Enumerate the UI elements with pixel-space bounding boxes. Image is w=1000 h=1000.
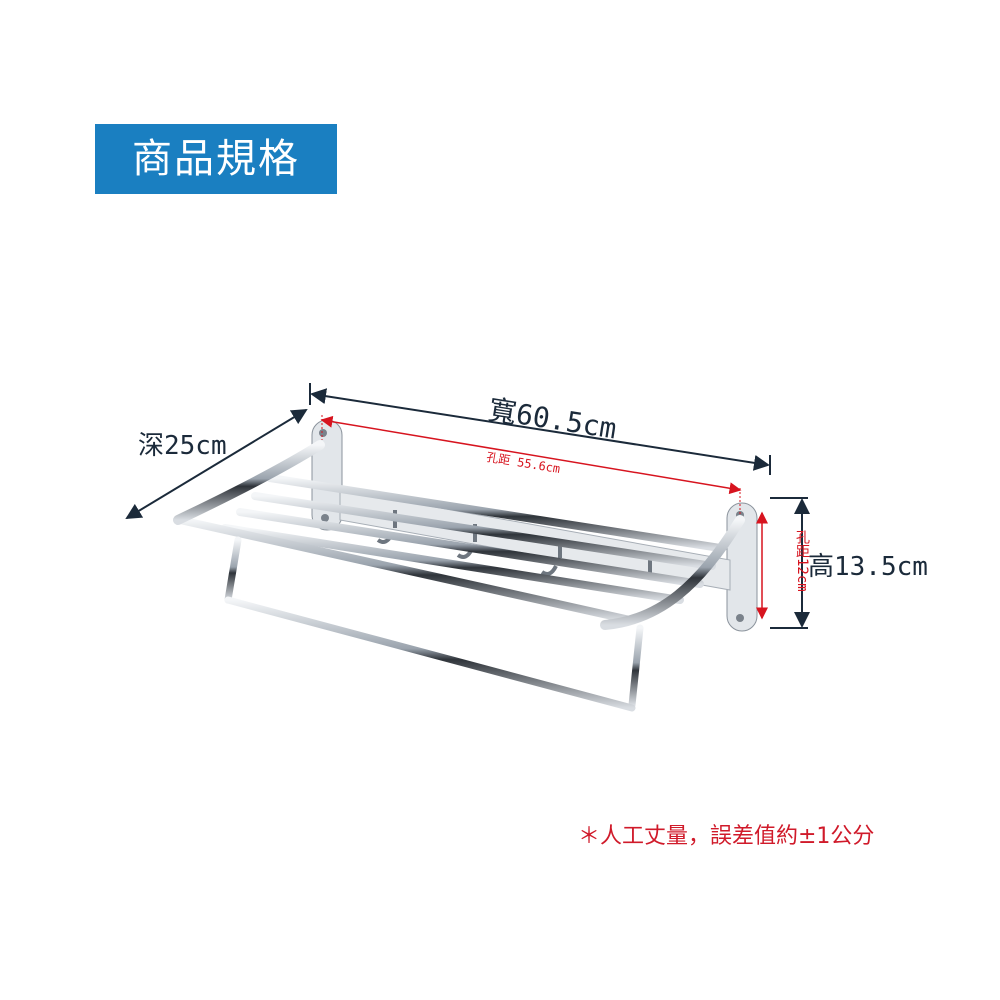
left-wall-plate <box>311 419 343 531</box>
towel-bar <box>224 536 644 712</box>
height-label: 高13.5cm <box>808 552 928 582</box>
depth-label: 深25cm <box>138 431 227 461</box>
measurement-footnote: ＊人工丈量，誤差值約±1公分 <box>578 824 875 849</box>
hole-distance-vertical-label: 孔距12cm <box>794 530 810 592</box>
page-title: 商品規格 <box>95 124 337 194</box>
hole-distance-lines <box>320 415 768 620</box>
height-dimension-line <box>770 497 810 629</box>
depth-dimension-line <box>125 408 308 520</box>
